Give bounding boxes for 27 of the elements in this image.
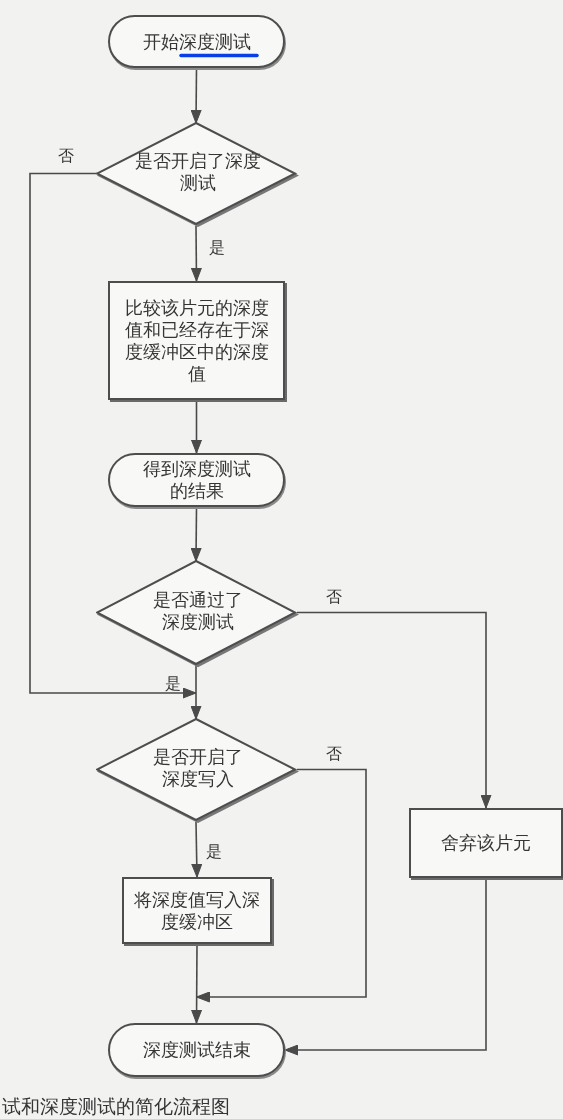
decision-diamond: 是否开启了深度写入 (96, 718, 299, 824)
edge-label: 是 (209, 239, 225, 257)
edge-label: 是 (165, 675, 181, 693)
edge-label: 否 (326, 588, 342, 606)
flow-arrow (191, 943, 203, 1024)
flow-arrow (190, 225, 202, 282)
process-box: 舍弃该片元 (409, 808, 563, 878)
flow-arrow (190, 506, 202, 562)
terminator-pill: 深度测试结束 (108, 1023, 285, 1077)
flow-arrow (190, 67, 202, 124)
edge-label: 是 (206, 843, 222, 861)
process-box: 将深度值写入深度缓冲区 (122, 877, 272, 944)
flow-arrow (284, 877, 487, 1056)
flow-arrow (296, 611, 492, 809)
terminator-pill: 得到深度测试的结果 (108, 453, 285, 507)
flow-arrow (191, 399, 202, 454)
edge-label: 否 (58, 147, 74, 165)
decision-diamond: 是否开启了深度测试 (96, 122, 299, 228)
process-box: 比较该片元的深度值和已经存在于深度缓冲区中的深度值 (108, 281, 285, 400)
decision-diamond: 是否通过了深度测试 (96, 560, 299, 668)
flow-arrow (191, 821, 203, 878)
flow-arrow (195, 768, 367, 1003)
flow-arrow (29, 172, 197, 699)
flow-arrow (190, 665, 202, 720)
edge-label: 否 (326, 745, 342, 763)
terminator-pill: 开始深度测试 (108, 15, 285, 68)
figure-caption: 试和深度测试的简化流程图 (2, 1095, 230, 1117)
